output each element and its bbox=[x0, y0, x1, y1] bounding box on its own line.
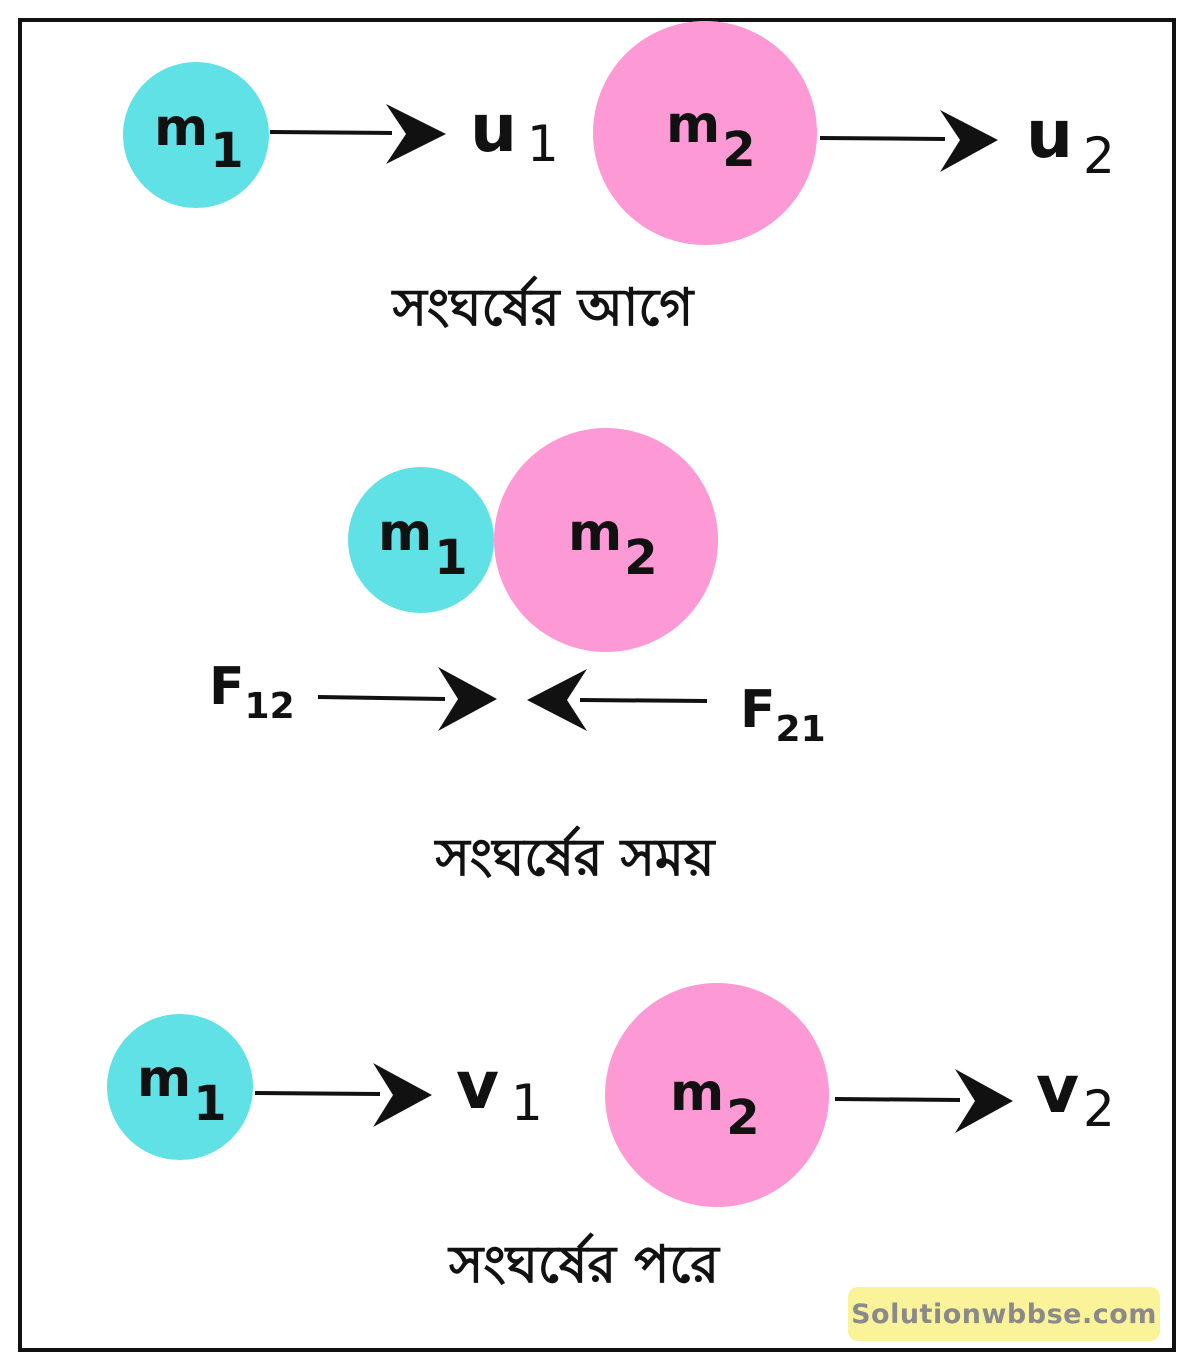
diagram-frame bbox=[18, 18, 1176, 1352]
arrow-v1-head bbox=[373, 1063, 432, 1127]
label-m1-after: m1 bbox=[137, 1049, 227, 1132]
label-m2-before: m2 bbox=[666, 95, 756, 178]
arrow-u1-head bbox=[386, 104, 446, 164]
caption-after: সংঘর্ষের পরে bbox=[447, 1231, 721, 1295]
ball-m1-during bbox=[348, 467, 494, 613]
arrow-u1-shaft bbox=[269, 130, 393, 135]
ball-m1-after bbox=[107, 1014, 253, 1160]
ball-m2-during bbox=[494, 428, 718, 652]
label-f21: F21 bbox=[740, 680, 826, 750]
label-m2-during: m2 bbox=[568, 503, 658, 586]
arrow-f12-shaft bbox=[317, 695, 446, 701]
label-v2: v2 bbox=[1036, 1051, 1115, 1138]
arrow-v1-shaft bbox=[254, 1091, 381, 1096]
label-m2-after: m2 bbox=[670, 1063, 760, 1146]
label-m1-before: m1 bbox=[154, 98, 244, 179]
arrow-u2-head bbox=[940, 110, 998, 172]
ball-m2-before bbox=[593, 21, 817, 245]
label-m1-during: m1 bbox=[378, 503, 468, 586]
arrow-u2-shaft bbox=[819, 136, 946, 141]
ball-m2-after bbox=[605, 983, 829, 1207]
ball-m1-before bbox=[123, 62, 269, 208]
caption-during: সংঘর্ষের সময় bbox=[434, 824, 717, 888]
arrow-v2-head bbox=[955, 1069, 1013, 1133]
arrow-v2-shaft bbox=[834, 1097, 961, 1102]
arrow-f12-head bbox=[438, 667, 497, 731]
arrow-f21-shaft bbox=[579, 698, 708, 703]
caption-before: সংঘর্ষের আগে bbox=[391, 274, 696, 338]
watermark-badge: Solutionwbbse.com bbox=[848, 1287, 1160, 1341]
arrow-f21-head bbox=[527, 669, 587, 731]
label-f12: F12 bbox=[209, 657, 295, 727]
during-collision-panel: m1 m2 F12 F21 সংঘর্ষের সময় bbox=[209, 428, 826, 888]
